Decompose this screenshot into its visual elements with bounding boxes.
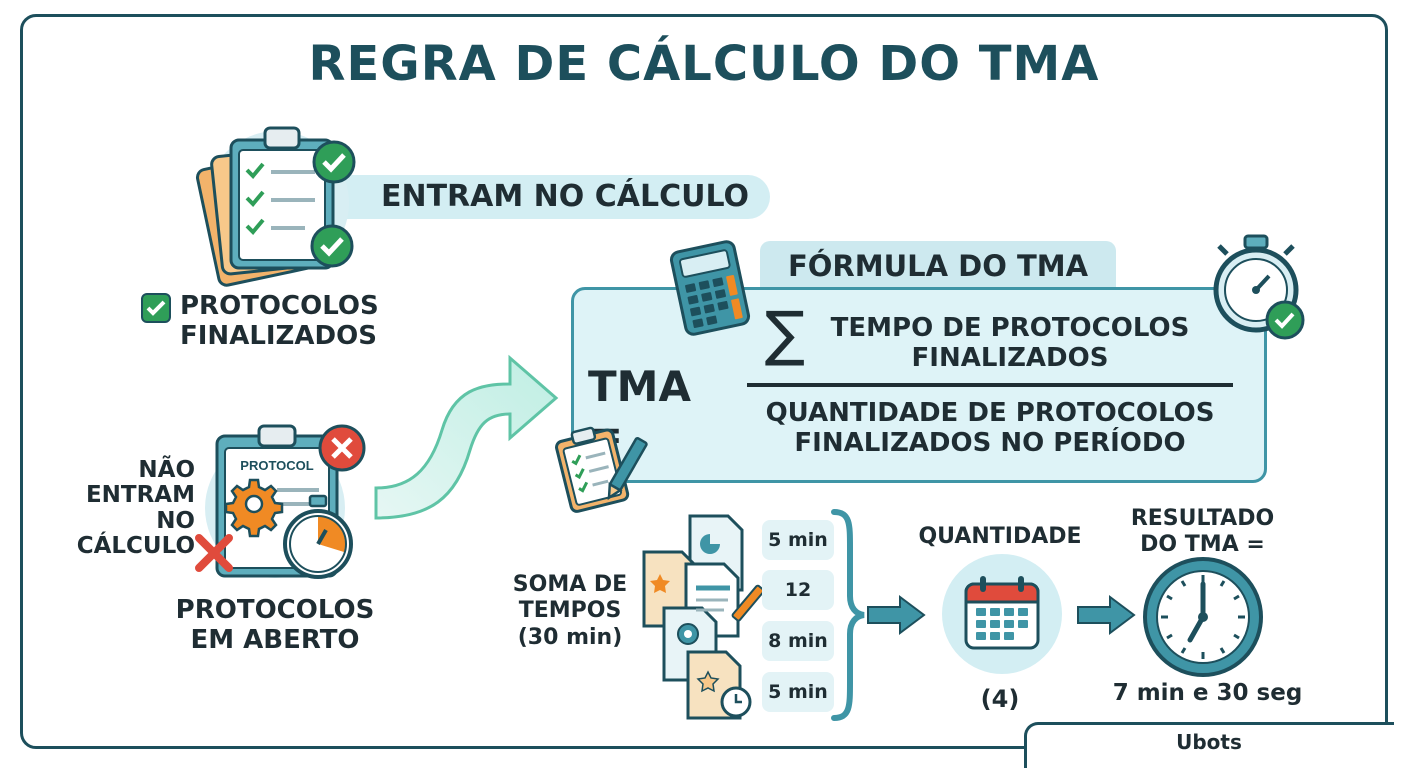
excluded-label-line2: EM ABERTO: [190, 624, 360, 655]
time-value-3: 8 min: [762, 621, 834, 661]
checkbox-icon: [141, 293, 171, 323]
arrow-right-icon: [1077, 595, 1136, 635]
formula-numerator: TEMPO DE PROTOCOLOS FINALIZADOS: [800, 313, 1220, 374]
footer-brand: Ubots: [1176, 730, 1242, 754]
formula-denominator-line1: QUANTIDADE DE PROTOCOLOS: [765, 398, 1215, 428]
result-value: 7 min e 30 seg: [1112, 680, 1303, 706]
sum-label-line1: SOMA DE: [512, 572, 628, 597]
result-label-line1: RESULTADO: [1130, 506, 1275, 531]
stopwatch-icon: [283, 494, 353, 579]
formula-heading-tab: [760, 241, 1116, 291]
time-value-1: 5 min: [762, 520, 834, 560]
excluded-side-text: NÃO ENTRAM NO CÁLCULO: [70, 457, 195, 559]
excluded-side-line1: NÃO: [138, 457, 195, 483]
included-label-line1: PROTOCOLOS: [180, 291, 379, 321]
formula-numerator-line1: TEMPO DE PROTOCOLOS: [830, 313, 1190, 343]
excluded-side-line4: CÁLCULO: [76, 532, 195, 559]
quantity-value: (4): [980, 685, 1020, 713]
check-badge-icon: [310, 224, 354, 268]
clock-icon: [1143, 557, 1263, 677]
quantity-label: QUANTIDADE: [918, 524, 1082, 549]
calendar-icon: [942, 554, 1062, 674]
sum-label-line3: (30 min): [517, 624, 623, 650]
stopwatch-check-icon: [1213, 234, 1305, 340]
x-mark-icon: [195, 534, 233, 572]
clipboard-stack-icon: [195, 126, 349, 287]
footer-tab: [1024, 722, 1394, 768]
check-badge-icon: [312, 140, 356, 184]
formula-denominator: QUANTIDADE DE PROTOCOLOS FINALIZADOS NO …: [735, 398, 1245, 459]
fraction-line: [747, 383, 1233, 387]
documents-stack-icon: [642, 514, 765, 720]
formula-numerator-line2: FINALIZADOS: [911, 342, 1109, 373]
included-badge-text: ENTRAM NO CÁLCULO: [380, 179, 749, 214]
formula-sigma: ∑: [764, 299, 806, 369]
result-label: RESULTADO DO TMA =: [1110, 506, 1295, 559]
excluded-side-line3: NO: [156, 507, 195, 534]
time-value-2: 12 min: [762, 570, 834, 641]
excluded-side-line2: ENTRAM: [85, 482, 195, 509]
included-badge-pill: [300, 175, 770, 219]
calculator-icon: [669, 240, 751, 336]
formula-denominator-line2: FINALIZADOS NO PERÍODO: [794, 427, 1186, 458]
x-badge-icon: [318, 424, 366, 472]
gear-icon: [224, 478, 284, 538]
excluded-label: PROTOCOLOS EM ABERTO: [160, 595, 390, 656]
excluded-label-line1: PROTOCOLOS: [175, 595, 375, 625]
included-label: PROTOCOLOS FINALIZADOS: [180, 291, 390, 352]
protocol-doc-header: PROTOCOL: [240, 458, 313, 473]
curved-arrow-icon: [374, 354, 559, 520]
arrow-right-icon: [867, 595, 926, 635]
diagram-frame: [20, 14, 1388, 749]
sum-label-line2: TEMPOS: [518, 598, 622, 624]
result-label-line2: DO TMA =: [1140, 532, 1265, 558]
clipboard-pen-icon: [555, 426, 648, 513]
formula-heading: FÓRMULA DO TMA: [787, 249, 1089, 283]
included-label-line2: FINALIZADOS: [180, 320, 377, 351]
brace-icon: [831, 509, 865, 721]
diagram-title: REGRA DE CÁLCULO DO TMA: [308, 36, 1100, 92]
time-value-4: 5 min: [762, 672, 834, 712]
sum-label: SOMA DE TEMPOS (30 min): [505, 572, 635, 651]
